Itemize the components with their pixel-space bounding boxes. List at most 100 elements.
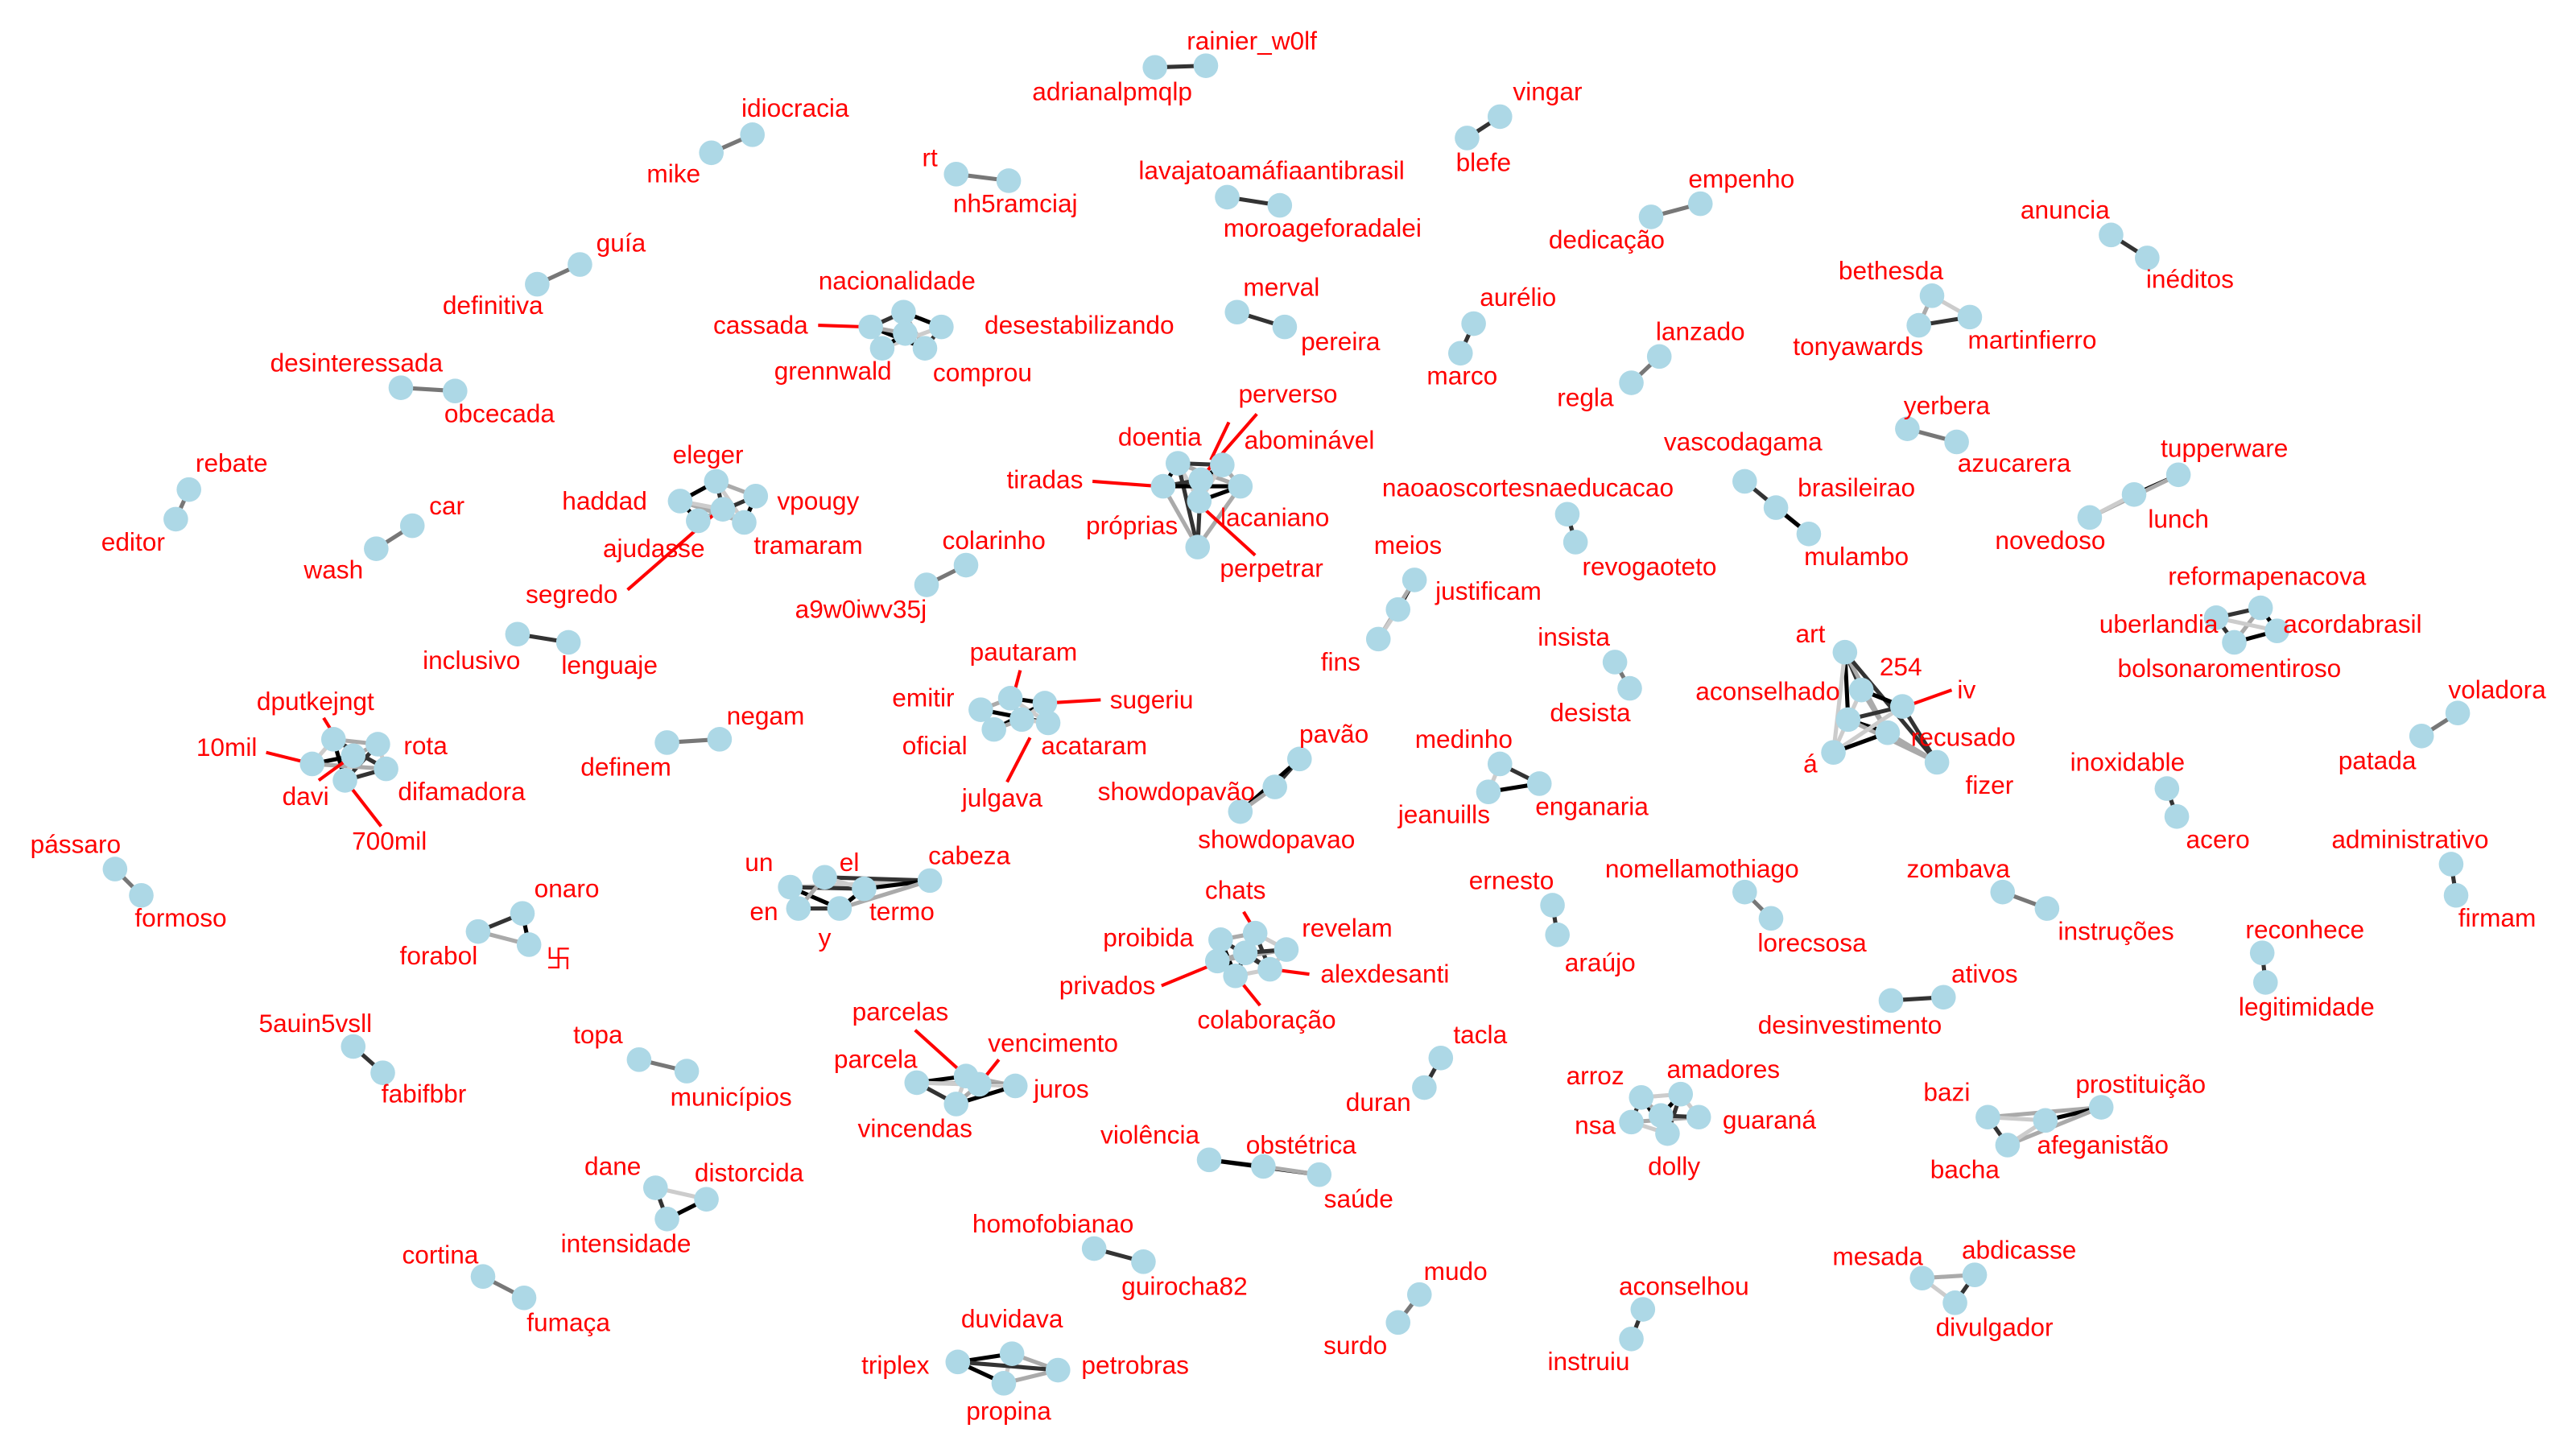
graph-node[interactable] [1224,299,1250,325]
graph-node[interactable] [945,1349,971,1375]
graph-node[interactable] [699,140,724,166]
graph-node[interactable] [1732,879,1757,905]
graph-node[interactable] [654,1206,679,1232]
graph-node[interactable] [1919,283,1945,308]
graph-node[interactable] [1944,429,1969,455]
graph-node[interactable] [2154,776,2180,801]
graph-node[interactable] [710,497,736,522]
graph-node[interactable] [778,874,803,900]
graph-node[interactable] [1385,1310,1411,1335]
graph-node[interactable] [626,1047,652,1072]
graph-node[interactable] [299,751,325,777]
graph-node[interactable] [943,162,969,187]
graph-node[interactable] [1995,1133,2021,1158]
graph-node[interactable] [1630,1297,1656,1322]
graph-node[interactable] [1563,530,1588,555]
graph-node[interactable] [1758,906,1784,931]
graph-node[interactable] [1554,502,1580,527]
graph-node[interactable] [2121,481,2147,507]
graph-node[interactable] [1540,893,1565,918]
graph-node[interactable] [1602,650,1628,675]
graph-node[interactable] [997,686,1023,711]
graph-node[interactable] [1638,204,1664,229]
graph-node[interactable] [1796,521,1822,547]
graph-node[interactable] [1406,1282,1432,1307]
graph-node[interactable] [1821,740,1846,765]
graph-node[interactable] [1002,1073,1028,1099]
graph-node[interactable] [1646,344,1672,369]
graph-node[interactable] [1942,1290,1967,1315]
graph-node[interactable] [1215,184,1240,210]
graph-node[interactable] [2445,700,2471,726]
graph-node[interactable] [704,469,729,494]
graph-node[interactable] [1402,568,1427,592]
graph-node[interactable] [1545,922,1570,947]
graph-node[interactable] [511,1285,537,1311]
graph-node[interactable] [568,252,592,277]
graph-node[interactable] [654,730,679,755]
graph-node[interactable] [917,868,943,894]
graph-node[interactable] [2088,1095,2114,1120]
graph-node[interactable] [1150,473,1176,499]
graph-node[interactable] [2034,896,2060,921]
graph-node[interactable] [364,536,389,561]
graph-node[interactable] [1835,707,1861,733]
graph-node[interactable] [968,697,993,722]
graph-node[interactable] [555,630,581,655]
graph-node[interactable] [129,882,154,908]
graph-node[interactable] [953,552,979,578]
graph-node[interactable] [2252,970,2278,995]
graph-node[interactable] [893,320,918,346]
graph-node[interactable] [1208,927,1233,952]
graph-node[interactable] [1476,779,1501,804]
graph-node[interactable] [1232,940,1258,965]
graph-node[interactable] [1142,55,1167,80]
graph-node[interactable] [1009,707,1034,733]
graph-node[interactable] [1889,694,1915,719]
graph-node[interactable] [732,510,757,535]
graph-node[interactable] [2264,618,2289,643]
graph-node[interactable] [1228,473,1253,499]
graph-node[interactable] [1848,677,1874,703]
graph-node[interactable] [1188,467,1214,493]
graph-node[interactable] [981,716,1006,742]
graph-node[interactable] [1228,799,1253,824]
graph-node[interactable] [1412,1075,1437,1100]
graph-node[interactable] [176,477,201,502]
graph-node[interactable] [912,336,938,361]
graph-node[interactable] [1365,626,1391,652]
graph-node[interactable] [2165,462,2191,488]
graph-node[interactable] [1975,1104,2000,1130]
graph-node[interactable] [1668,1081,1694,1107]
graph-node[interactable] [1242,920,1268,946]
graph-node[interactable] [1878,988,1904,1013]
graph-node[interactable] [341,743,366,769]
graph-node[interactable] [943,1092,969,1117]
graph-node[interactable] [667,489,693,514]
graph-node[interactable] [1081,1236,1107,1261]
graph-node[interactable] [1204,948,1230,974]
graph-node[interactable] [1686,1104,1711,1130]
graph-node[interactable] [1045,1357,1071,1383]
graph-node[interactable] [1487,104,1513,130]
graph-node[interactable] [1165,451,1191,476]
graph-node[interactable] [1629,1084,1654,1110]
graph-node[interactable] [505,621,530,647]
graph-node[interactable] [996,168,1022,193]
graph-node[interactable] [2249,940,2275,965]
graph-node[interactable] [2248,595,2273,621]
graph-node[interactable] [1196,1147,1222,1173]
graph-node[interactable] [1035,710,1061,736]
graph-node[interactable] [1032,691,1058,716]
graph-node[interactable] [694,1187,719,1212]
graph-node[interactable] [1619,370,1644,395]
graph-node[interactable] [904,1070,930,1096]
graph-node[interactable] [374,756,398,782]
graph-node[interactable] [1251,1154,1276,1179]
graph-node[interactable] [1648,1103,1674,1129]
graph-node[interactable] [786,896,811,921]
graph-node[interactable] [1131,1249,1156,1274]
graph-node[interactable] [869,336,895,361]
graph-node[interactable] [163,506,188,532]
graph-node[interactable] [1267,192,1293,218]
